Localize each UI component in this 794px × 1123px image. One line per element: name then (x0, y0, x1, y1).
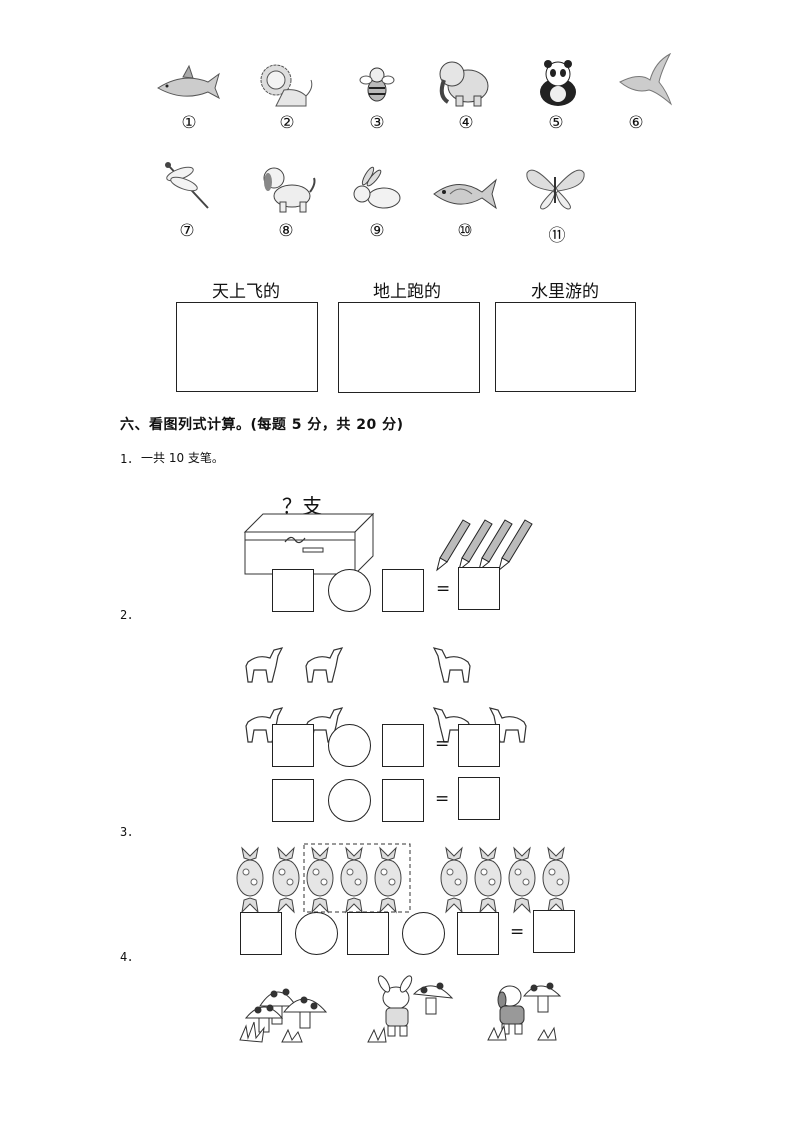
answer-box-land[interactable] (338, 302, 480, 393)
q3-answer-box[interactable] (533, 910, 575, 953)
bee-icon (355, 62, 425, 117)
q1-box-1[interactable] (272, 569, 314, 612)
q3-box-1[interactable] (240, 912, 282, 955)
category-label-water: 水里游的 (531, 282, 599, 302)
q2-row1-equals: = (435, 734, 450, 754)
pencil-box-icon (243, 512, 375, 582)
label-10: ⑩ (457, 221, 473, 241)
mushrooms-icon (238, 978, 334, 1048)
dog-icon (258, 160, 328, 215)
category-label-land: 地上跑的 (373, 282, 441, 302)
pencils-icon (433, 514, 533, 576)
answer-box-sky[interactable] (176, 302, 318, 392)
q3-box-3[interactable] (457, 912, 499, 955)
label-2: ② (279, 113, 295, 133)
q2-row2-box-1[interactable] (272, 779, 314, 822)
swallow-icon (615, 52, 685, 107)
question-3-number: 3． (120, 825, 140, 839)
question-1-text: 一共 10 支笔。 (141, 451, 224, 465)
elephant-icon (434, 52, 504, 107)
question-4-number: 4． (120, 950, 140, 964)
label-7: ⑦ (179, 221, 195, 241)
label-1: ① (181, 113, 197, 133)
label-9: ⑨ (369, 221, 385, 241)
q3-operator-circle-1[interactable] (295, 912, 338, 955)
q2-row1-box-1[interactable] (272, 724, 314, 767)
q2-row1-box-2[interactable] (382, 724, 424, 767)
q1-operator-circle[interactable] (328, 569, 371, 612)
lion-icon (256, 60, 326, 115)
fish-icon (430, 170, 500, 225)
q2-row2-operator-circle[interactable] (328, 779, 371, 822)
rabbit-with-mushrooms-icon (366, 975, 456, 1050)
label-11: ⑪ (548, 226, 566, 246)
section-title: 六、看图列式计算。(每题 5 分，共 20 分) (120, 417, 404, 433)
question-2-number: 2． (120, 608, 140, 622)
dragonfly-icon (158, 160, 228, 215)
label-6: ⑥ (628, 113, 644, 133)
label-5: ⑤ (548, 113, 564, 133)
dog-with-mushroom-icon (484, 976, 564, 1046)
q2-row2-box-2[interactable] (382, 779, 424, 822)
q2-row1-answer-box[interactable] (458, 724, 500, 767)
question-1-number: 1． (120, 452, 140, 466)
q3-operator-circle-2[interactable] (402, 912, 445, 955)
label-3: ③ (369, 113, 385, 133)
panda-icon (533, 58, 603, 113)
label-8: ⑧ (278, 221, 294, 241)
q3-box-2[interactable] (347, 912, 389, 955)
q2-row1-operator-circle[interactable] (328, 724, 371, 767)
answer-box-water[interactable] (495, 302, 636, 392)
candies-icon (236, 843, 576, 918)
q3-equals: = (510, 922, 525, 942)
shark-icon (153, 60, 223, 115)
q1-equals: = (436, 579, 451, 599)
goats-left-group (238, 632, 348, 748)
category-label-sky: 天上飞的 (212, 282, 280, 302)
butterfly-icon (523, 163, 593, 218)
q1-answer-box[interactable] (458, 567, 500, 610)
label-4: ④ (458, 113, 474, 133)
q1-box-2[interactable] (382, 569, 424, 612)
q2-row2-answer-box[interactable] (458, 777, 500, 820)
q2-row2-equals: = (435, 789, 450, 809)
rabbit-icon (348, 166, 418, 223)
